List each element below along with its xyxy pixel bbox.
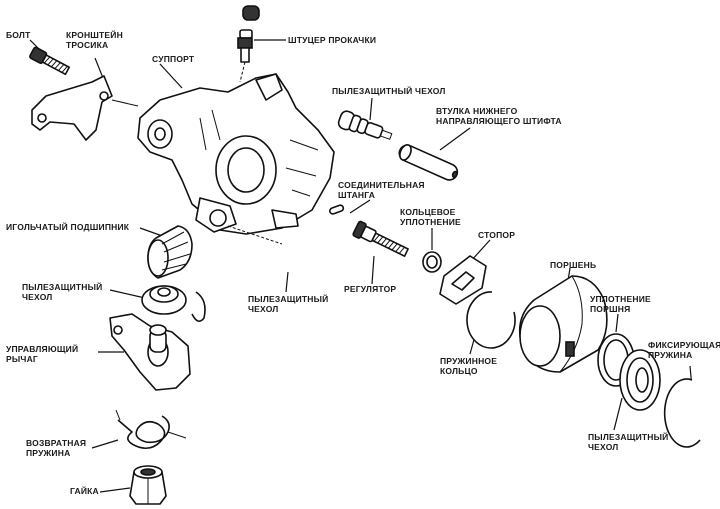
- stopper-part: [439, 255, 487, 305]
- dust-boot-top-part: [337, 110, 393, 140]
- bolt-part: [29, 46, 70, 76]
- needle-bearing-part: [147, 225, 193, 279]
- spring-ring-part: [466, 291, 516, 349]
- label-control-lever: УПРАВЛЯЮЩИЙ РЫЧАГ: [6, 344, 79, 364]
- label-connecting-rod: СОЕДИНИТЕЛЬНАЯ ШТАНГА: [338, 180, 425, 200]
- label-pin-bushing: ВТУЛКА НИЖНЕГО НАПРАВЛЯЮЩЕГО ШТИФТА: [436, 106, 562, 126]
- label-needle-bearing: ИГОЛЬЧАТЫЙ ПОДШИПНИК: [6, 222, 130, 232]
- adjuster-part: [352, 220, 409, 257]
- o-ring-part: [422, 251, 442, 273]
- label-cable-bracket: КРОНШТЕЙН ТРОСИКА: [66, 30, 123, 50]
- nut-part: [129, 465, 167, 505]
- label-dust-boot-top: ПЫЛЕЗАЩИТНЫЙ ЧЕХОЛ: [332, 86, 446, 96]
- label-dust-boot-bottom: ПЫЛЕЗАЩИТНЫЙ ЧЕХОЛ: [588, 432, 669, 452]
- cable-bracket-part: [31, 75, 139, 141]
- caliper-body-part: [137, 73, 335, 245]
- label-piston-seal: УПЛОТНЕНИЕ ПОРШНЯ: [590, 294, 651, 314]
- piston-part: [518, 275, 608, 373]
- label-stopper: СТОПОР: [478, 230, 516, 240]
- pin-bushing-part: [398, 144, 459, 181]
- label-o-ring: КОЛЬЦЕВОЕ УПЛОТНЕНИЕ: [400, 207, 461, 227]
- bleeder-screw-part: [237, 5, 260, 83]
- label-dust-boot-mid: ПЫЛЕЗАЩИТНЫЙ ЧЕХОЛ: [248, 294, 329, 314]
- label-caliper: СУППОРТ: [152, 54, 195, 64]
- retaining-spring-part: [663, 378, 701, 448]
- label-nut: ГАЙКА: [70, 486, 99, 496]
- dust-boot-right-part: [619, 349, 661, 411]
- label-bolt: БОЛТ: [6, 30, 31, 40]
- label-return-spring: ВОЗВРАТНАЯ ПРУЖИНА: [26, 438, 87, 458]
- label-dust-boot-left: ПЫЛЕЗАЩИТНЫЙ ЧЕХОЛ: [22, 282, 103, 302]
- label-spring-ring: ПРУЖИННОЕ КОЛЬЦО: [440, 356, 498, 376]
- label-retaining-spring: ФИКСИРУЮЩАЯ ПРУЖИНА: [648, 340, 720, 360]
- label-piston: ПОРШЕНЬ: [550, 260, 597, 270]
- label-adjuster: РЕГУЛЯТОР: [344, 284, 397, 294]
- return-spring-part: [115, 409, 187, 450]
- dust-boot-left-part: [141, 285, 206, 322]
- label-bleeder: ШТУЦЕР ПРОКАЧКИ: [288, 35, 377, 45]
- connecting-rod-part: [329, 204, 345, 215]
- control-lever-part: [109, 313, 191, 391]
